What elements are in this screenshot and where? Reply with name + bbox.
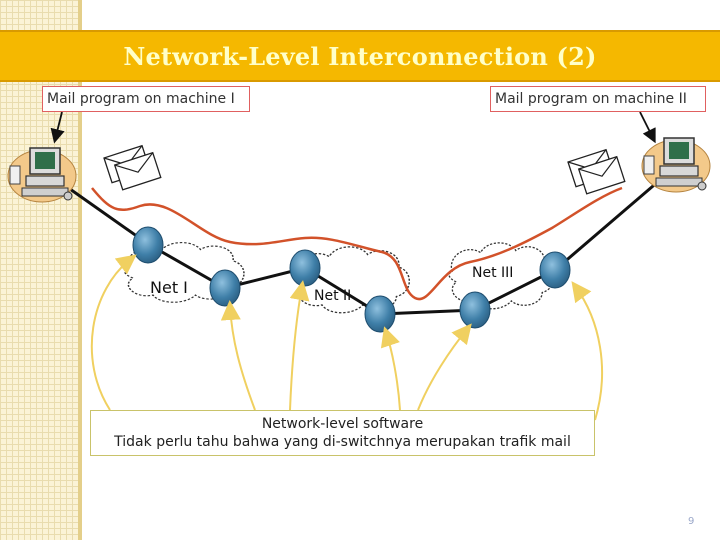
network-software-note: Network-level software Tidak perlu tahu … [90, 410, 595, 456]
computer-icon-1 [7, 147, 77, 203]
envelope-icon-2 [567, 148, 626, 195]
router-icon-4 [364, 295, 396, 333]
net3-label: Net III [472, 265, 513, 281]
yellow-arrow-3 [289, 280, 310, 411]
mail-path [91, 186, 623, 301]
mail-program-label-2: Mail program on machine II [490, 86, 706, 112]
router-icon-3 [289, 249, 321, 287]
yellow-arrow-2 [220, 300, 256, 411]
side-stripe-edge [78, 0, 82, 540]
page-number: 9 [688, 516, 695, 527]
net1-label: Net I [150, 278, 188, 297]
note-line-1: Network-level software [261, 416, 424, 432]
yellow-arrow-6 [571, 281, 604, 421]
router-icon-2 [209, 269, 241, 307]
router-icon-5 [459, 291, 491, 329]
yellow-arrow-5 [417, 323, 472, 411]
envelope-icon-1 [103, 144, 162, 191]
label-arrow-2 [639, 111, 656, 144]
yellow-arrows [90, 254, 604, 421]
note-line-2: Tidak perlu tahu bahwa yang di-switchnya… [114, 434, 571, 450]
yellow-arrow-4 [380, 326, 401, 411]
computer-icon-2 [641, 137, 711, 193]
net2-label: Net II [314, 288, 351, 304]
yellow-arrow-1 [90, 254, 137, 411]
router-icon-1 [132, 226, 164, 264]
label-arrow-1 [50, 111, 65, 144]
mail-program-label-1: Mail program on machine I [42, 86, 250, 112]
title-band: Network-Level Interconnection (2) [0, 30, 720, 82]
router-icon-6 [539, 251, 571, 289]
slide-title: Network-Level Interconnection (2) [123, 41, 597, 71]
